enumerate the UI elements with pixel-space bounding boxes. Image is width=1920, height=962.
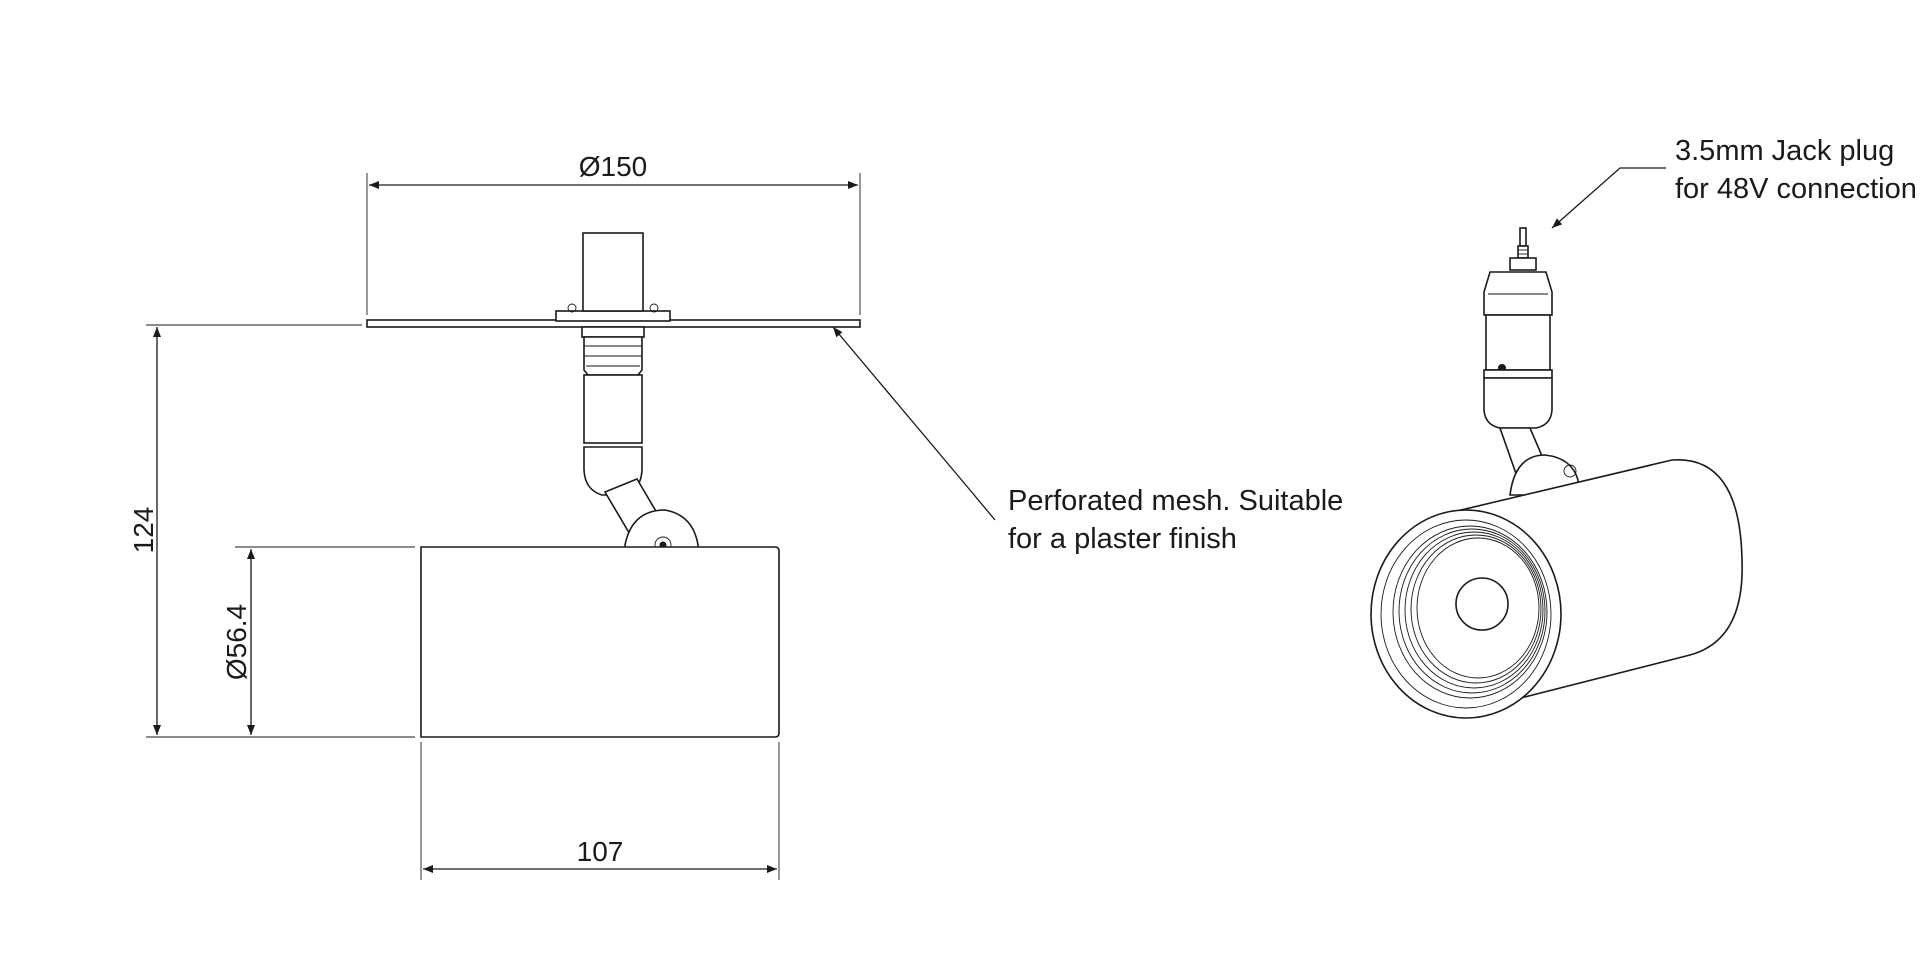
jack-plug [1509,227,1537,271]
mesh-note-line1: Perforated mesh. Suitable [1008,485,1343,517]
perspective-view [1370,167,1743,719]
dimension-body-diameter: Ø56.4 [221,546,415,735]
lens [1455,577,1509,631]
dimension-overall-height: 124 [128,324,415,738]
joint [1509,454,1579,496]
connector-housing [1483,271,1553,429]
mesh-note: Perforated mesh. Suitable for a plaster … [1008,485,1351,555]
dimension-plate-diameter-label: Ø150 [579,151,648,182]
dimension-body-length-label: 107 [577,836,624,867]
dimension-body-diameter-label: Ø56.4 [221,604,252,680]
socket [582,232,644,312]
swivel-arm [603,477,699,557]
jack-note: 3.5mm Jack plug for 48V connection [1675,135,1917,205]
body-cylinder [420,546,780,738]
mesh-note-line2: for a plaster finish [1008,523,1237,555]
jack-leader [1551,167,1666,229]
dimension-body-length: 107 [420,742,780,880]
flange [555,310,671,322]
mesh-leader [832,326,996,521]
side-view: Ø150 124 Ø56.4 107 [128,151,996,880]
dimension-overall-height-label: 124 [128,507,159,554]
dimension-plate-diameter: Ø150 [366,151,861,315]
stem [581,326,645,496]
jack-note-line2: for 48V connection [1675,173,1917,205]
jack-note-line1: 3.5mm Jack plug [1675,135,1894,167]
